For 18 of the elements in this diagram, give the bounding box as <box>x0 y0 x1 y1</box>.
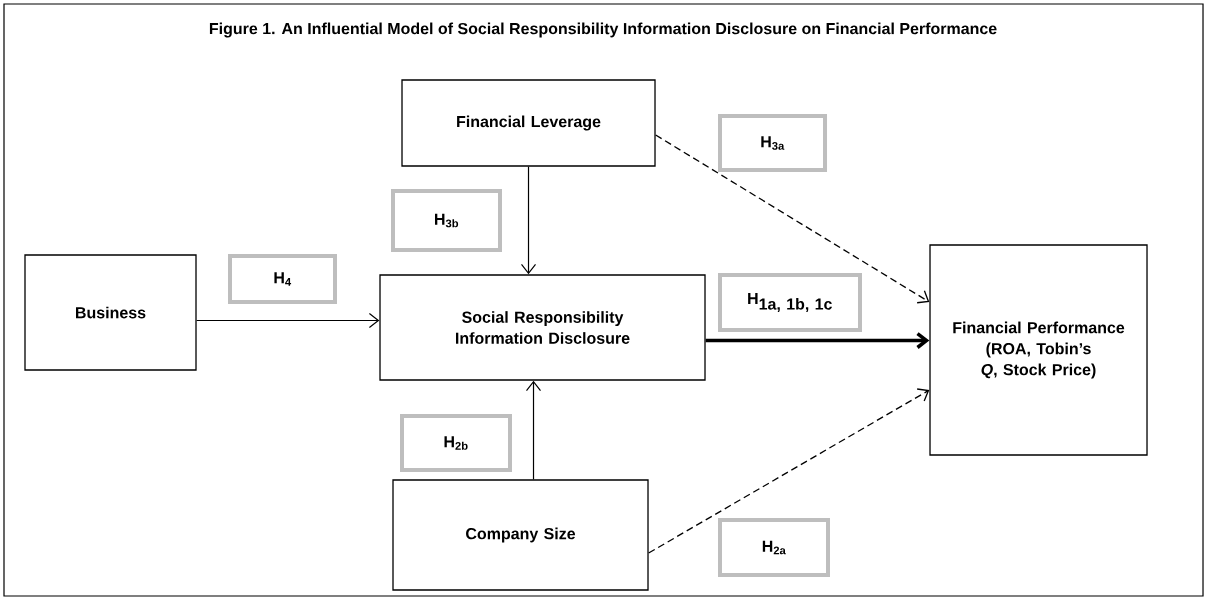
hypothesis-box: H$_{4}$ <box>228 254 337 304</box>
arrow <box>655 134 930 304</box>
arrow <box>196 312 380 329</box>
hypothesis-box: H$_{2a}$ <box>718 518 830 577</box>
arrow <box>525 380 542 480</box>
title: Figure 1. An Influential Model of Social Responsibility Information Disclosure on Financial Performance <box>209 22 997 38</box>
arrow <box>648 388 930 554</box>
variable-box: Company Size <box>392 479 649 591</box>
variable-box: Social Responsibility Information Disclosure <box>379 274 706 381</box>
arrow <box>705 332 930 349</box>
hypothesis-box: $\textbf{H} _{\textbf{1a, 1b, 1c}}$ <box>718 273 862 332</box>
variable-box: Financial Performance (ROA, Tobin’s Q, Stock Price) <box>929 244 1148 456</box>
variable-box: Business <box>24 254 197 371</box>
variable-box: Financial Leverage <box>401 79 656 167</box>
hypothesis-box: H$_{3b}$ <box>391 189 502 252</box>
hypothesis-box: H$_{3a}$ <box>718 114 827 172</box>
arrow <box>520 166 537 275</box>
hypothesis-box: H$_{2b}$ <box>400 414 512 472</box>
